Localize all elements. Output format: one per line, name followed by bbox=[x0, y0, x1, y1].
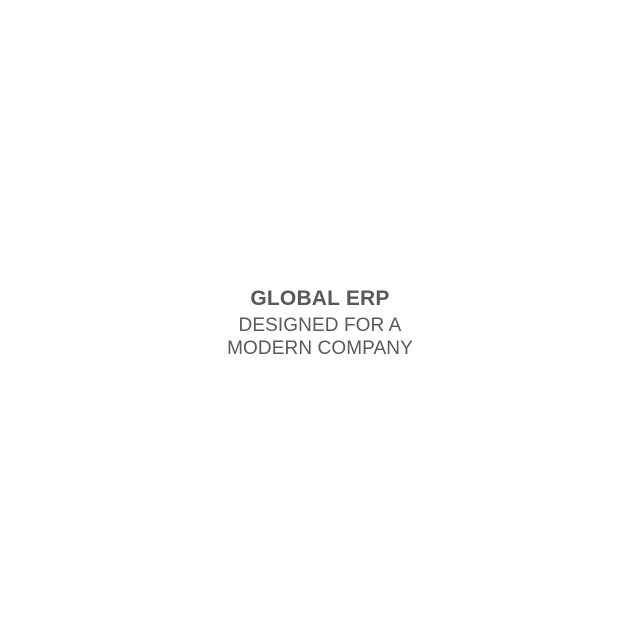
tagline-line-2: MODERN COMPANY bbox=[227, 338, 413, 359]
tagline-line-1: DESIGNED FOR A bbox=[238, 315, 402, 336]
title-block: GLOBAL ERP DESIGNED FOR A MODERN COMPANY bbox=[0, 286, 640, 360]
headline: GLOBAL ERP bbox=[250, 287, 390, 310]
tagline: DESIGNED FOR A MODERN COMPANY bbox=[0, 314, 640, 360]
